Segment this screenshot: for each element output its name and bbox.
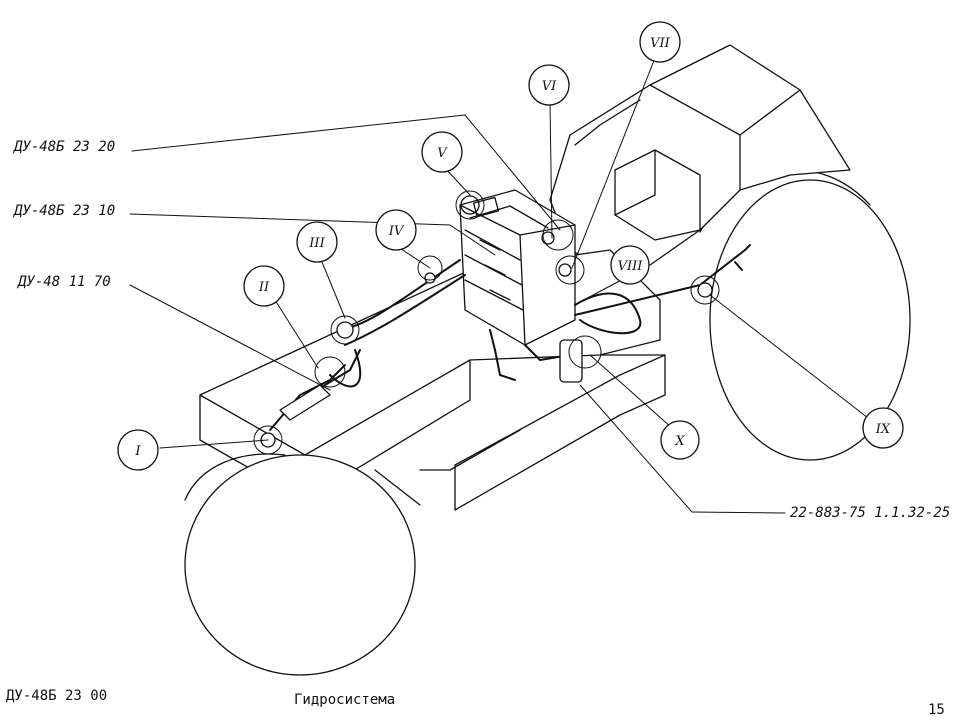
label-du48-1170: ДУ-48 11 70 <box>18 274 111 290</box>
callout-X-text: X <box>674 434 685 449</box>
callout-VI-text: VI <box>542 79 557 94</box>
leader-lines <box>129 57 869 514</box>
callout-IV: IV <box>375 209 417 251</box>
callout-IX: IX <box>862 407 904 449</box>
callout-VIII: VIII <box>610 245 650 285</box>
detail-markers <box>253 190 720 455</box>
front-roller <box>184 453 416 676</box>
callout-IV-text: IV <box>388 224 405 239</box>
callout-VII: VII <box>639 21 681 63</box>
callout-X: X <box>660 420 700 460</box>
callout-II: II <box>243 265 285 307</box>
callout-I-text: I <box>134 444 141 459</box>
footer-page-number: 15 <box>928 702 945 718</box>
callout-V: V <box>421 131 463 173</box>
callout-VIII-text: VIII <box>618 259 644 274</box>
callout-II-text: II <box>258 280 270 295</box>
callout-I: I <box>117 429 159 471</box>
callout-VI: VI <box>528 64 570 106</box>
label-du48b-2310: ДУ-48Б 23 10 <box>14 203 116 219</box>
callout-V-text: V <box>437 146 448 161</box>
footer-title: Гидросистема <box>294 692 396 708</box>
callout-III-text: III <box>308 236 325 251</box>
footer-doc-code: ДУ-48Б 23 00 <box>6 688 108 704</box>
hydraulic-components <box>260 231 713 448</box>
label-22-883-75: 22-883-75 1.1.32-25 <box>790 505 951 521</box>
label-du48b-2320: ДУ-48Б 23 20 <box>14 139 116 155</box>
callout-IX-text: IX <box>875 422 891 437</box>
callout-VII-text: VII <box>650 36 671 51</box>
callout-III: III <box>296 221 338 263</box>
